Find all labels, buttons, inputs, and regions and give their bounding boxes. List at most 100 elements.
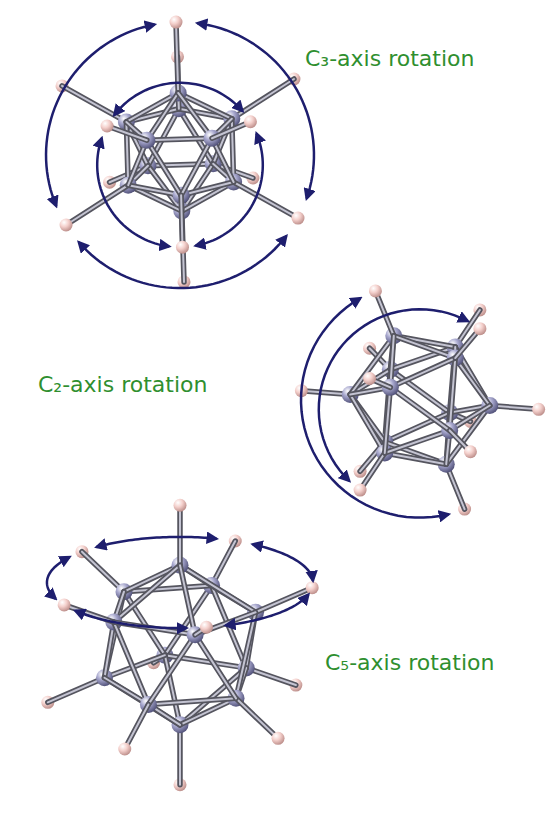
rotation-arrow	[197, 23, 314, 198]
rotation-arrow	[46, 24, 155, 206]
bond-outline	[385, 453, 446, 464]
bond-outline	[148, 635, 195, 705]
hydrogen-atom	[101, 120, 114, 133]
bond-highlight	[148, 635, 195, 705]
bond-outline	[385, 387, 391, 453]
bond-highlight	[148, 164, 213, 166]
hydrogen-atom	[58, 598, 71, 611]
bond-outline	[360, 453, 385, 490]
bond-highlight	[125, 704, 149, 749]
bond-outline	[147, 138, 212, 140]
bond-highlight	[390, 347, 455, 370]
bond-outline	[82, 552, 124, 592]
rotation-arrow	[253, 544, 313, 581]
hydrogen-atom	[244, 115, 257, 128]
bond-highlight	[147, 140, 181, 195]
hydrogen-atom	[532, 403, 545, 416]
rotation-arrow	[97, 138, 169, 246]
rotation-arrow	[319, 309, 468, 481]
bond-highlight	[147, 138, 212, 140]
bond-outline	[455, 358, 490, 405]
bond-highlight	[114, 622, 149, 704]
bond-highlight	[62, 86, 126, 122]
bond-outline	[181, 138, 212, 195]
bond-outline	[350, 336, 394, 395]
bond-outline	[385, 442, 446, 464]
bond-outline	[232, 79, 294, 119]
rotation-arrow	[114, 83, 242, 115]
axis-label: C₂-axis rotation	[38, 372, 207, 398]
hydrogen-atom	[473, 322, 486, 335]
bond-highlight	[179, 505, 181, 565]
bond-highlight	[385, 387, 391, 453]
bond-highlight	[394, 336, 455, 358]
bond-highlight	[350, 336, 394, 395]
hydrogen-atom	[118, 742, 131, 755]
rotation-arrow	[196, 133, 263, 245]
axis-label: C₃-axis rotation	[305, 46, 474, 72]
bond-highlight	[179, 725, 181, 785]
bond-highlight	[82, 552, 124, 592]
bond-outline	[385, 430, 450, 453]
bond-outline	[182, 182, 234, 211]
bond-outline	[177, 505, 183, 565]
bond-outline	[147, 93, 178, 140]
icosahedron-c2-view	[295, 284, 545, 517]
bond-outline	[125, 704, 149, 749]
rotation-arrow	[79, 236, 287, 288]
bond-outline	[147, 140, 181, 195]
hydrogen-atom	[272, 732, 285, 745]
hydrogen-atom	[60, 218, 73, 231]
axis-label: C₅-axis rotation	[325, 650, 494, 676]
bond-outline	[114, 565, 180, 622]
bond-highlight	[350, 394, 385, 452]
bond-outline	[48, 678, 105, 703]
bond-highlight	[236, 698, 278, 738]
bond-highlight	[182, 182, 234, 211]
bond-highlight	[232, 79, 294, 119]
bond-highlight	[455, 358, 490, 405]
bond-highlight	[114, 565, 180, 622]
bond-highlight	[385, 442, 446, 464]
bond-outline	[181, 195, 182, 247]
bond-outline	[394, 336, 455, 358]
hydrogen-atom	[369, 284, 382, 297]
hydrogen-atom	[363, 372, 376, 385]
bond-highlight	[181, 138, 212, 195]
bond-outline	[177, 725, 183, 785]
hydrogen-atom	[306, 581, 319, 594]
bond-outline	[195, 635, 236, 698]
bond-highlight	[195, 612, 255, 635]
bond-outline	[148, 698, 236, 704]
bond-outline	[450, 358, 456, 430]
bond-outline	[385, 413, 450, 442]
bond-highlight	[180, 565, 195, 635]
bond-highlight	[385, 413, 450, 442]
bond-outline	[390, 358, 455, 387]
bond-highlight	[360, 453, 385, 490]
bond-outline	[234, 182, 298, 218]
bond-highlight	[450, 358, 456, 430]
bond-highlight	[385, 430, 450, 453]
rotation-arrow	[47, 557, 70, 599]
rotation-arrow	[97, 537, 217, 547]
bond-outline	[236, 698, 278, 738]
icosahedron-c3-view	[46, 16, 314, 289]
bond-outline	[180, 565, 195, 635]
bond-highlight	[390, 387, 449, 430]
hydrogen-atom	[464, 445, 477, 458]
bond-highlight	[385, 453, 446, 464]
bond-outline	[390, 387, 449, 430]
bond-highlight	[148, 698, 236, 704]
hydrogen-atom	[354, 484, 367, 497]
bond-outline	[62, 86, 126, 122]
bond-highlight	[181, 195, 182, 247]
bond-highlight	[234, 182, 298, 218]
rotation-arrow	[226, 594, 309, 625]
hydrogen-atom	[174, 499, 187, 512]
rotation-arrow	[75, 611, 186, 629]
bond-highlight	[390, 358, 455, 387]
